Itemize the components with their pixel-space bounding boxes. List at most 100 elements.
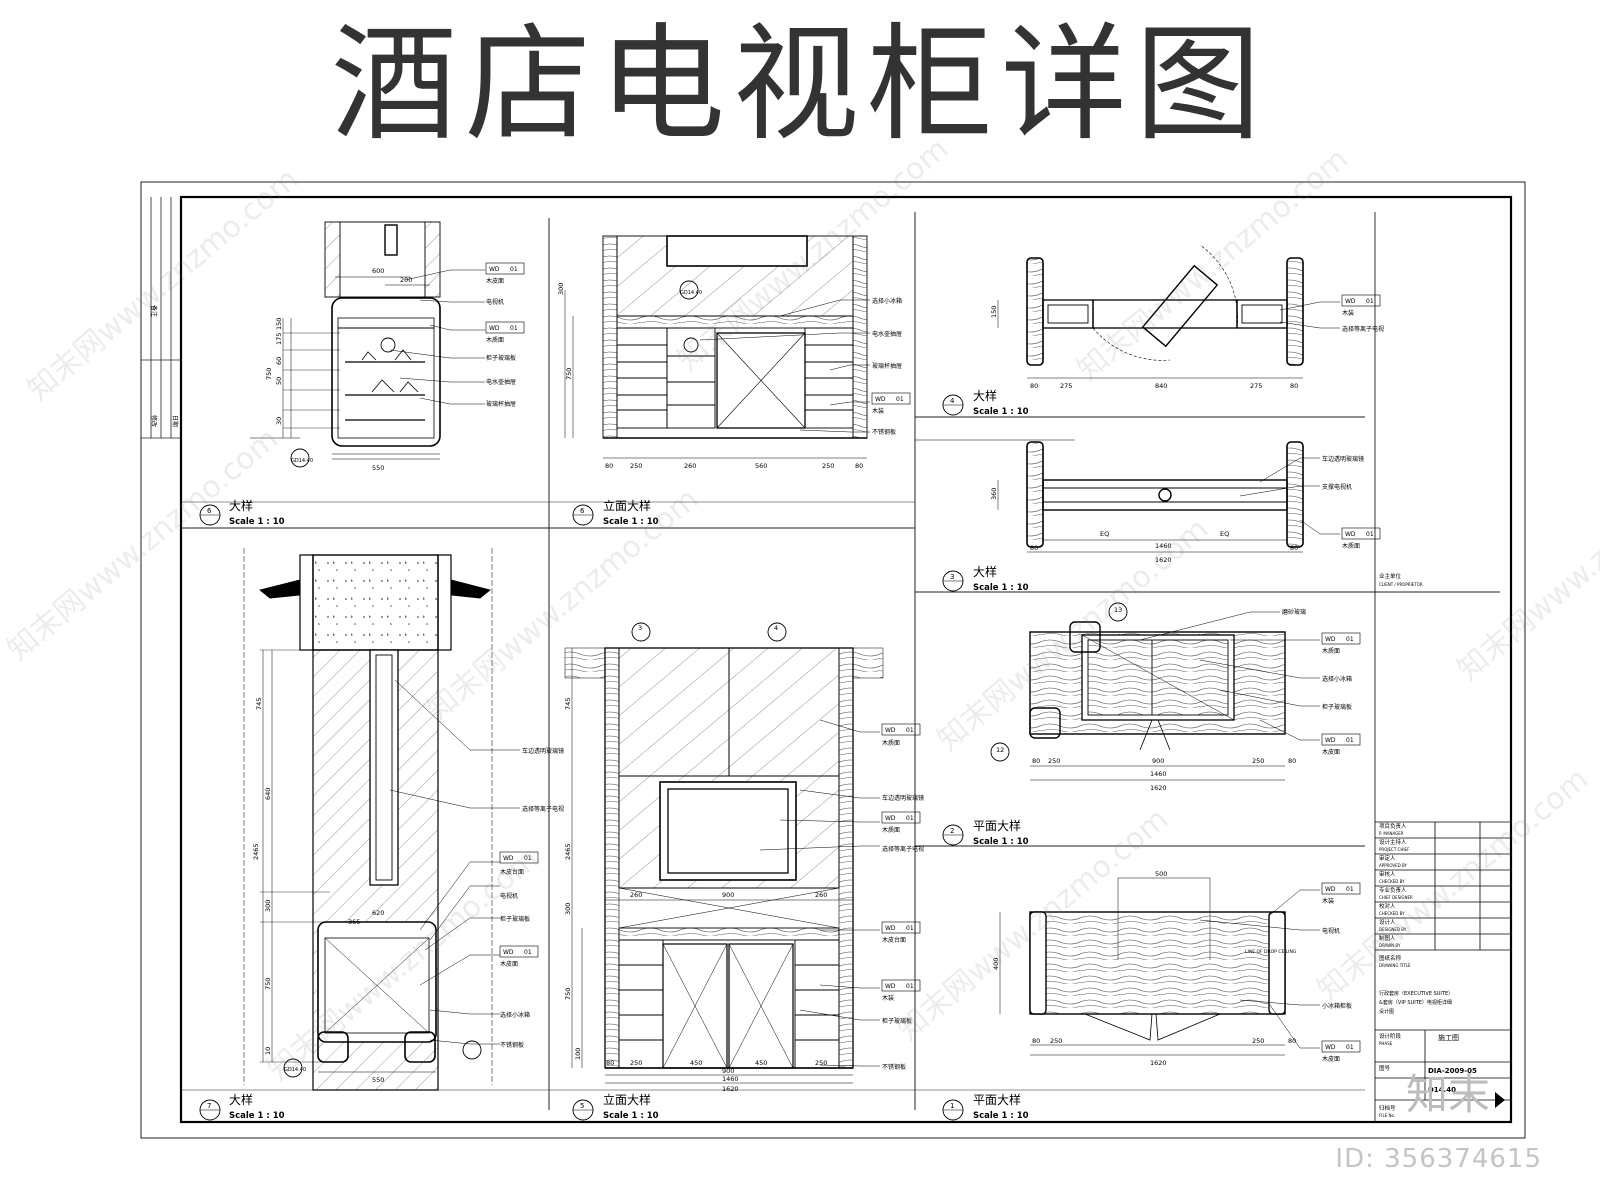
svg-text:WD: WD <box>885 727 896 734</box>
svg-text:车边透明玻璃镜: 车边透明玻璃镜 <box>522 747 564 755</box>
svg-text:01: 01 <box>1346 1044 1354 1051</box>
svg-text:平面大样: 平面大样 <box>973 818 1021 833</box>
svg-text:275: 275 <box>1060 382 1072 390</box>
leaders-elevation-5 <box>759 719 880 1067</box>
svg-text:1620: 1620 <box>1150 784 1167 792</box>
svg-text:WD: WD <box>885 983 896 990</box>
svg-text:300: 300 <box>564 903 572 915</box>
panel-grid <box>182 212 1500 1110</box>
svg-text:260: 260 <box>815 891 827 899</box>
svg-text:01: 01 <box>510 325 518 332</box>
svg-text:Scale 1 : 10: Scale 1 : 10 <box>229 517 285 527</box>
svg-text:175: 175 <box>275 333 283 345</box>
svg-text:GD14.40: GD14.40 <box>680 290 702 296</box>
svg-text:WD: WD <box>1325 886 1336 893</box>
svg-text:6: 6 <box>207 507 212 515</box>
svg-text:300: 300 <box>557 283 565 295</box>
svg-text:10: 10 <box>264 1047 272 1055</box>
plan-detail-1 <box>999 877 1286 1056</box>
svg-text:大样: 大样 <box>229 498 253 513</box>
svg-text:立面大样: 立面大样 <box>603 498 651 513</box>
svg-text:750: 750 <box>264 978 272 990</box>
svg-text:80: 80 <box>1030 544 1038 552</box>
svg-text:01: 01 <box>906 925 914 932</box>
svg-text:840: 840 <box>1155 382 1167 390</box>
svg-text:4: 4 <box>950 397 955 405</box>
svg-text:WD: WD <box>885 815 896 822</box>
svg-text:2465: 2465 <box>252 843 260 860</box>
svg-text:WD: WD <box>1325 636 1336 643</box>
panel-label-5: 5 立面大样 Scale 1 : 10 <box>572 1092 659 1121</box>
svg-text:80: 80 <box>605 462 613 470</box>
svg-text:木质面: 木质面 <box>486 336 504 344</box>
svg-text:80: 80 <box>1290 382 1298 390</box>
section-detail-top-left <box>250 221 441 468</box>
strip-date: 日期 <box>171 415 179 427</box>
svg-text:DESIGNED BY: DESIGNED BY <box>1379 927 1407 932</box>
svg-text:260: 260 <box>684 462 696 470</box>
sheet-outer-border <box>140 181 1526 1139</box>
svg-text:80: 80 <box>855 462 863 470</box>
plan-detail-3 <box>915 439 1304 553</box>
svg-text:PROJECT CHIEF: PROJECT CHIEF <box>1379 847 1410 852</box>
svg-text:01: 01 <box>510 266 518 273</box>
svg-text:900: 900 <box>722 891 734 899</box>
svg-text:木皮面: 木皮面 <box>486 277 504 285</box>
svg-text:260: 260 <box>630 891 642 899</box>
svg-text:业主单位: 业主单位 <box>1379 572 1402 580</box>
section-detail-7-text: 745 640 2465 300 750 10 620 365 550 GD14… <box>252 698 384 1084</box>
svg-text:Scale 1 : 10: Scale 1 : 10 <box>973 407 1029 417</box>
svg-text:审核人: 审核人 <box>1379 870 1396 878</box>
leaders-section-7 <box>389 679 520 1045</box>
svg-text:木皮面: 木皮面 <box>500 960 518 968</box>
svg-text:木质面: 木质面 <box>1342 542 1360 550</box>
svg-text:图号: 图号 <box>1379 1064 1391 1072</box>
svg-text:GD14.40: GD14.40 <box>291 458 313 464</box>
svg-text:250: 250 <box>1050 1037 1062 1045</box>
page-title: 酒店电视柜详图 <box>331 11 1269 158</box>
svg-text:365: 365 <box>348 918 360 926</box>
svg-text:1620: 1620 <box>722 1085 739 1093</box>
svg-text:WD: WD <box>1345 298 1356 305</box>
svg-text:1460: 1460 <box>1150 770 1167 778</box>
svg-text:1620: 1620 <box>1155 556 1172 564</box>
svg-text:制图人: 制图人 <box>1379 934 1396 942</box>
svg-text:不锈钢板: 不锈钢板 <box>882 1063 906 1071</box>
svg-text:车边透明玻璃镜: 车边透明玻璃镜 <box>882 794 924 802</box>
elevation-detail-5-text: 80 250 450 450 250 900 1460 1620 260 900… <box>564 624 827 1093</box>
plan-detail-2 <box>990 602 1286 781</box>
svg-text:550: 550 <box>372 1076 384 1084</box>
svg-text:6: 6 <box>580 507 585 515</box>
elevation-top-middle-text: 80 250 260 560 250 80 300 750 GD14.40 <box>557 283 863 470</box>
leaders-top-middle <box>699 299 870 433</box>
svg-text:900: 900 <box>1152 757 1164 765</box>
svg-text:木装: 木装 <box>882 994 894 1002</box>
svg-text:CHIEF DESIGNER: CHIEF DESIGNER <box>1379 895 1413 900</box>
svg-text:80: 80 <box>1288 757 1296 765</box>
svg-text:01: 01 <box>1366 531 1374 538</box>
svg-text:01: 01 <box>1366 298 1374 305</box>
svg-text:柜子玻璃板: 柜子玻璃板 <box>500 915 530 923</box>
svg-text:250: 250 <box>1252 757 1264 765</box>
svg-text:平面大样: 平面大样 <box>973 1092 1021 1107</box>
svg-text:选择等离子电视: 选择等离子电视 <box>882 845 924 853</box>
svg-text:CLIENT / PROPRIETOR: CLIENT / PROPRIETOR <box>1379 582 1423 587</box>
svg-text:归档号: 归档号 <box>1379 1104 1396 1112</box>
svg-text:柜子玻璃板: 柜子玻璃板 <box>1322 703 1352 711</box>
svg-text:施工图: 施工图 <box>1438 1033 1459 1042</box>
svg-text:01: 01 <box>906 815 914 822</box>
svg-text:80: 80 <box>1032 757 1040 765</box>
svg-text:60: 60 <box>275 357 283 365</box>
svg-text:13: 13 <box>1114 606 1122 614</box>
svg-text:400: 400 <box>992 958 1000 970</box>
svg-text:3: 3 <box>638 624 642 632</box>
strip-revision: 修改 <box>150 415 158 427</box>
svg-text:木装: 木装 <box>872 407 884 415</box>
svg-text:900: 900 <box>722 1067 734 1075</box>
svg-text:木皮面: 木皮面 <box>1322 748 1340 756</box>
